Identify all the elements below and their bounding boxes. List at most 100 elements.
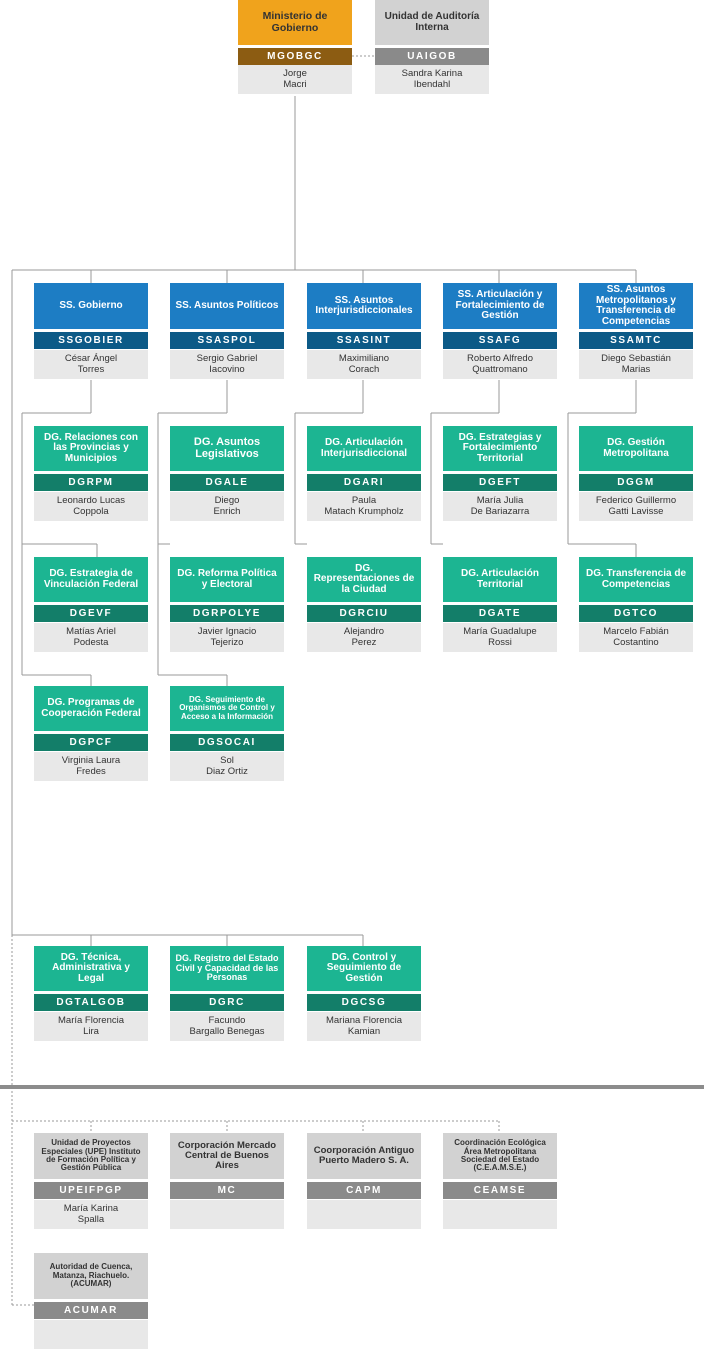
dg-box-dgcsg[interactable]: DG. Control y Seguimiento de Gestión DGC… <box>307 946 421 1041</box>
dg-person-first: Mariana Florencia <box>325 1014 403 1026</box>
dg-code: DGRPOLYE <box>170 605 284 622</box>
ss-person: Diego Sebastián Marias <box>579 350 693 379</box>
dg-box-dgtco[interactable]: DG. Transferencia de Competencias DGTCO … <box>579 557 693 652</box>
ext-box-acumar[interactable]: Autoridad de Cuenca, Matanza, Riachuelo.… <box>34 1253 148 1349</box>
dg-person-first: Federico Guillermo <box>595 494 677 506</box>
dg-box-dgate[interactable]: DG. Articulación Territorial DGATE María… <box>443 557 557 652</box>
dg-code: DGGM <box>579 474 693 491</box>
dg-title: DG. Articulación Territorial <box>443 557 557 602</box>
dg-title: DG. Estrategias y Fortalecimiento Territ… <box>443 426 557 471</box>
ss-box-gobierno[interactable]: SS. Gobierno SSGOBIER César Ángel Torres <box>34 283 148 379</box>
ext-box-mc[interactable]: Corporación Mercado Central de Buenos Ai… <box>170 1133 284 1229</box>
dg-person-first: María Florencia <box>58 1014 124 1026</box>
dg-box-dgrciu[interactable]: DG. Representaciones de la Ciudad DGRCIU… <box>307 557 421 652</box>
ss-box-articulacion[interactable]: SS. Articulación y Fortalecimiento de Ge… <box>443 283 557 379</box>
dg-person-first: Sol <box>220 754 234 766</box>
dg-person-first: Javier Ignacio <box>197 625 257 637</box>
dg-person: Virginia Laura Fredes <box>34 752 148 781</box>
ministry-code: MGOBGC <box>238 48 352 65</box>
ss-person-last: Marias <box>621 363 651 375</box>
ss-code: SSGOBIER <box>34 332 148 349</box>
ss-person-last: Torres <box>77 363 105 375</box>
dg-box-dgari[interactable]: DG. Articulación Interjurisdiccional DGA… <box>307 426 421 521</box>
dg-person-last: Podesta <box>73 636 109 648</box>
dg-title: DG. Asuntos Legislativos <box>170 426 284 471</box>
dg-person-last: Matach Krumpholz <box>324 505 404 517</box>
dg-person-first: Paula <box>351 494 377 506</box>
dg-person-last: Coppola <box>73 505 109 517</box>
ext-person: María Karina Spalla <box>34 1200 148 1229</box>
ext-code: CAPM <box>307 1182 421 1199</box>
ministry-person: Jorge Macri <box>238 65 352 94</box>
ss-person: Sergio Gabriel Iacovino <box>170 350 284 379</box>
ext-title: Coorporación Antiguo Puerto Madero S. A. <box>307 1133 421 1179</box>
ss-code: SSASPOL <box>170 332 284 349</box>
ss-code: SSAMTC <box>579 332 693 349</box>
dg-person: Facundo Bargallo Benegas <box>170 1012 284 1041</box>
audit-person: Sandra Karina Ibendahl <box>375 65 489 94</box>
ministry-person-last: Macri <box>283 78 307 90</box>
ss-person: Roberto Alfredo Quattromano <box>443 350 557 379</box>
dg-box-dgeft[interactable]: DG. Estrategias y Fortalecimiento Territ… <box>443 426 557 521</box>
ss-title: SS. Asuntos Políticos <box>170 283 284 329</box>
dg-person-first: Marcelo Fabián <box>603 625 669 637</box>
dg-person-first: María Julia <box>476 494 524 506</box>
dg-person: María Florencia Lira <box>34 1012 148 1041</box>
dg-box-dgale[interactable]: DG. Asuntos Legislativos DGALE Diego Enr… <box>170 426 284 521</box>
ss-title: SS. Gobierno <box>34 283 148 329</box>
ss-person-first: Sergio Gabriel <box>196 352 258 364</box>
ss-box-asuntos-politicos[interactable]: SS. Asuntos Políticos SSASPOL Sergio Gab… <box>170 283 284 379</box>
dg-box-dgrc[interactable]: DG. Registro del Estado Civil y Capacida… <box>170 946 284 1041</box>
dg-person-first: Diego <box>214 494 240 506</box>
dg-person-last: Rossi <box>488 636 512 648</box>
ss-person-last: Corach <box>348 363 380 375</box>
ss-person-last: Iacovino <box>209 363 245 375</box>
dg-person-first: Facundo <box>208 1014 246 1026</box>
ext-person-last: Spalla <box>77 1213 105 1225</box>
dg-code: DGRCIU <box>307 605 421 622</box>
dg-person-last: Costantino <box>613 636 659 648</box>
dg-code: DGALE <box>170 474 284 491</box>
ss-person-first: Maximiliano <box>338 352 390 364</box>
ss-box-metropolitanos[interactable]: SS. Asuntos Metropolitanos y Transferenc… <box>579 283 693 379</box>
dg-box-dgtalgob[interactable]: DG. Técnica, Administrativa y Legal DGTA… <box>34 946 148 1041</box>
ext-box-ceamse[interactable]: Coordinación Ecológica Área Metropolitan… <box>443 1133 557 1229</box>
dg-box-dgpcf[interactable]: DG. Programas de Cooperación Federal DGP… <box>34 686 148 781</box>
ext-person <box>307 1200 421 1229</box>
dg-code: DGCSG <box>307 994 421 1011</box>
dg-box-dgrpolye[interactable]: DG. Reforma Política y Electoral DGRPOLY… <box>170 557 284 652</box>
ext-person <box>443 1200 557 1229</box>
dg-person-first: Matías Ariel <box>66 625 116 637</box>
dg-code: DGATE <box>443 605 557 622</box>
dg-code: DGTCO <box>579 605 693 622</box>
ss-code: SSAFG <box>443 332 557 349</box>
audit-title: Unidad de Auditoría Interna <box>375 0 489 45</box>
dg-box-dgrpm[interactable]: DG. Relaciones con las Provincias y Muni… <box>34 426 148 521</box>
dg-person: Federico Guillermo Gatti Lavisse <box>579 492 693 521</box>
ss-box-interjurisdiccionales[interactable]: SS. Asuntos Interjurisdiccionales SSASIN… <box>307 283 421 379</box>
dg-title: DG. Articulación Interjurisdiccional <box>307 426 421 471</box>
ext-box-upeifpgp[interactable]: Unidad de Proyectos Especiales (UPE) Ins… <box>34 1133 148 1229</box>
dg-box-dggm[interactable]: DG. Gestión Metropolitana DGGM Federico … <box>579 426 693 521</box>
ext-title: Unidad de Proyectos Especiales (UPE) Ins… <box>34 1133 148 1179</box>
dg-title: DG. Programas de Cooperación Federal <box>34 686 148 731</box>
dg-person: Leonardo Lucas Coppola <box>34 492 148 521</box>
dg-code: DGEFT <box>443 474 557 491</box>
ministry-person-first: Jorge <box>283 67 307 79</box>
dg-title: DG. Relaciones con las Provincias y Muni… <box>34 426 148 471</box>
dg-person-first: María Guadalupe <box>463 625 537 637</box>
audit-box[interactable]: Unidad de Auditoría Interna UAIGOB Sandr… <box>375 0 489 94</box>
ext-code: ACUMAR <box>34 1302 148 1319</box>
ministry-box[interactable]: Ministerio de Gobierno MGOBGC Jorge Macr… <box>238 0 352 94</box>
dg-title: DG. Reforma Política y Electoral <box>170 557 284 602</box>
dg-title: DG. Transferencia de Competencias <box>579 557 693 602</box>
dg-person-last: Kamian <box>347 1025 381 1037</box>
dg-title: DG. Control y Seguimiento de Gestión <box>307 946 421 991</box>
ss-person-first: Diego Sebastián <box>601 352 671 364</box>
dg-box-dgevf[interactable]: DG. Estrategia de Vinculación Federal DG… <box>34 557 148 652</box>
dg-person: Matías Ariel Podesta <box>34 623 148 652</box>
ext-box-capm[interactable]: Coorporación Antiguo Puerto Madero S. A.… <box>307 1133 421 1229</box>
dg-box-dgsocai[interactable]: DG. Seguimiento de Organismos de Control… <box>170 686 284 781</box>
dg-person: Diego Enrich <box>170 492 284 521</box>
dg-title: DG. Seguimiento de Organismos de Control… <box>170 686 284 731</box>
